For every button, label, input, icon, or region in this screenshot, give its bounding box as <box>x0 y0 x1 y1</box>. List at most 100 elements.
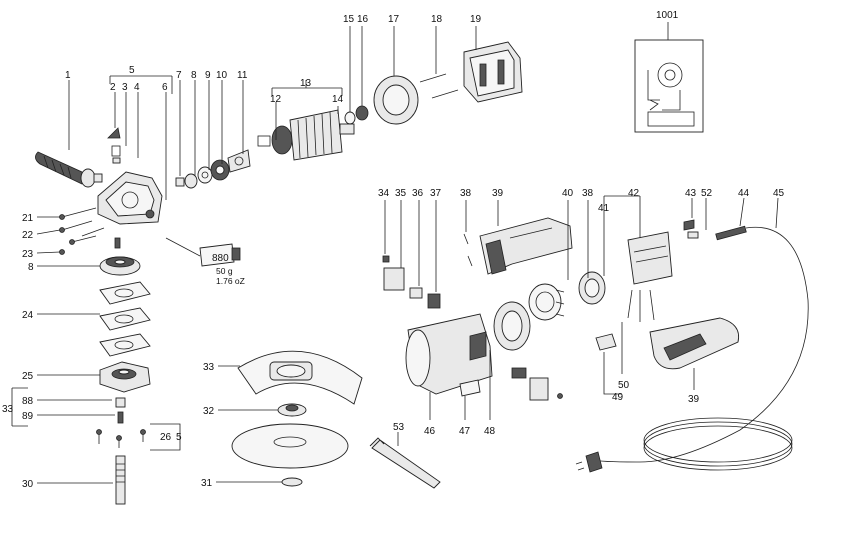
bearing-parts-7-11 <box>175 149 251 189</box>
spring <box>111 145 121 157</box>
wheel-guard <box>237 350 363 405</box>
brush-holder-37 <box>427 293 441 309</box>
callout-24: 24 <box>22 310 34 321</box>
callout-41: 41 <box>598 203 610 214</box>
callout-33a: 33 <box>2 404 14 415</box>
callout-1: 1 <box>65 70 71 81</box>
callout-25: 25 <box>22 371 34 382</box>
grease-weight-g: 50 g <box>216 266 233 276</box>
callout-30: 30 <box>22 479 34 490</box>
callout-18: 18 <box>431 14 443 25</box>
callout-50: 50 <box>618 380 630 391</box>
callout-39: 39 <box>492 188 504 199</box>
callout-52: 52 <box>701 188 713 199</box>
callout-22: 22 <box>22 230 34 241</box>
callout-38: 38 <box>460 188 472 199</box>
clip-43 <box>683 219 695 231</box>
support-flange <box>277 403 307 417</box>
gear-housing <box>97 171 163 225</box>
callout-5: 5 <box>129 65 135 76</box>
callout-9: 9 <box>205 70 211 81</box>
screws-21-23 <box>59 207 105 255</box>
leader-lines <box>11 22 779 484</box>
callout-2: 2 <box>110 82 116 93</box>
motor-housing-shell-top <box>479 217 573 275</box>
brush-36 <box>409 287 423 299</box>
brush-49 <box>595 333 617 351</box>
motor-housing <box>405 313 493 395</box>
callout-17: 17 <box>388 14 400 25</box>
clamp-nut <box>281 477 303 487</box>
screws-38b <box>555 289 565 317</box>
callout-36: 36 <box>412 188 424 199</box>
callout-37: 37 <box>430 188 442 199</box>
side-handle <box>35 151 103 188</box>
callout-10: 10 <box>216 70 228 81</box>
part-52 <box>687 231 699 239</box>
ring-40 <box>528 283 562 321</box>
spanner <box>369 437 441 489</box>
grease-tube: 880 50 g 1.76 oZ <box>199 243 245 286</box>
carbon-brush-plate <box>383 267 405 291</box>
spindle <box>115 455 126 505</box>
callout-46: 46 <box>424 426 436 437</box>
callout-6: 6 <box>162 82 168 93</box>
callout-32: 32 <box>203 406 215 417</box>
callout-89: 89 <box>22 411 34 422</box>
callout-4: 4 <box>134 82 140 93</box>
callout-21: 21 <box>22 213 34 224</box>
callout-3: 3 <box>122 82 128 93</box>
callout-39b: 39 <box>688 394 700 405</box>
callout-88: 88 <box>22 396 34 407</box>
screw-34 <box>382 255 390 263</box>
bevel-gear <box>99 256 141 276</box>
callout-1001: 1001 <box>656 10 679 21</box>
wiring-diagram-box <box>634 39 704 133</box>
fan-ring <box>493 301 531 351</box>
bearing-16 <box>355 105 369 121</box>
callout-8b: 8 <box>28 262 34 273</box>
cover-48b <box>529 377 549 401</box>
spacer <box>112 157 121 164</box>
screws-18 <box>419 73 459 99</box>
callout-53: 53 <box>393 422 405 433</box>
key-89 <box>117 411 124 424</box>
switch <box>627 231 673 322</box>
callout-11: 11 <box>237 70 248 81</box>
callout-45: 45 <box>773 188 785 199</box>
callout-7: 7 <box>176 70 182 81</box>
bearing-flange <box>99 361 151 393</box>
callout-43: 43 <box>685 188 697 199</box>
nut-88 <box>115 397 126 408</box>
callout-48: 48 <box>484 426 496 437</box>
bearing-15 <box>344 111 356 125</box>
callout-33b: 33 <box>203 362 215 373</box>
stator <box>463 41 523 103</box>
callout-14: 14 <box>332 94 344 105</box>
screws-38 <box>463 233 473 267</box>
gaskets <box>99 281 151 357</box>
callout-26: 26 <box>160 432 172 443</box>
callout-44: 44 <box>738 188 750 199</box>
rear-handle <box>649 317 740 370</box>
pin <box>114 237 121 249</box>
label-plate <box>459 379 481 397</box>
grease-weight-oz: 1.76 oZ <box>216 276 245 286</box>
callout-labels: 1 5 2 3 4 6 7 8 9 10 11 12 13 14 15 16 1… <box>2 10 785 490</box>
air-guide <box>373 75 419 125</box>
callout-38b: 38 <box>582 188 594 199</box>
callout-8: 8 <box>191 70 197 81</box>
small-part-48a <box>511 367 527 379</box>
callout-42: 42 <box>628 188 640 199</box>
callout-13: 13 <box>300 78 312 89</box>
callout-31: 31 <box>201 478 213 489</box>
callout-19: 19 <box>470 14 482 25</box>
callout-49: 49 <box>612 392 624 403</box>
callout-34: 34 <box>378 188 390 199</box>
grinding-disc <box>231 423 349 469</box>
callout-47: 47 <box>459 426 471 437</box>
callout-40: 40 <box>562 188 574 199</box>
callout-23: 23 <box>22 249 34 260</box>
